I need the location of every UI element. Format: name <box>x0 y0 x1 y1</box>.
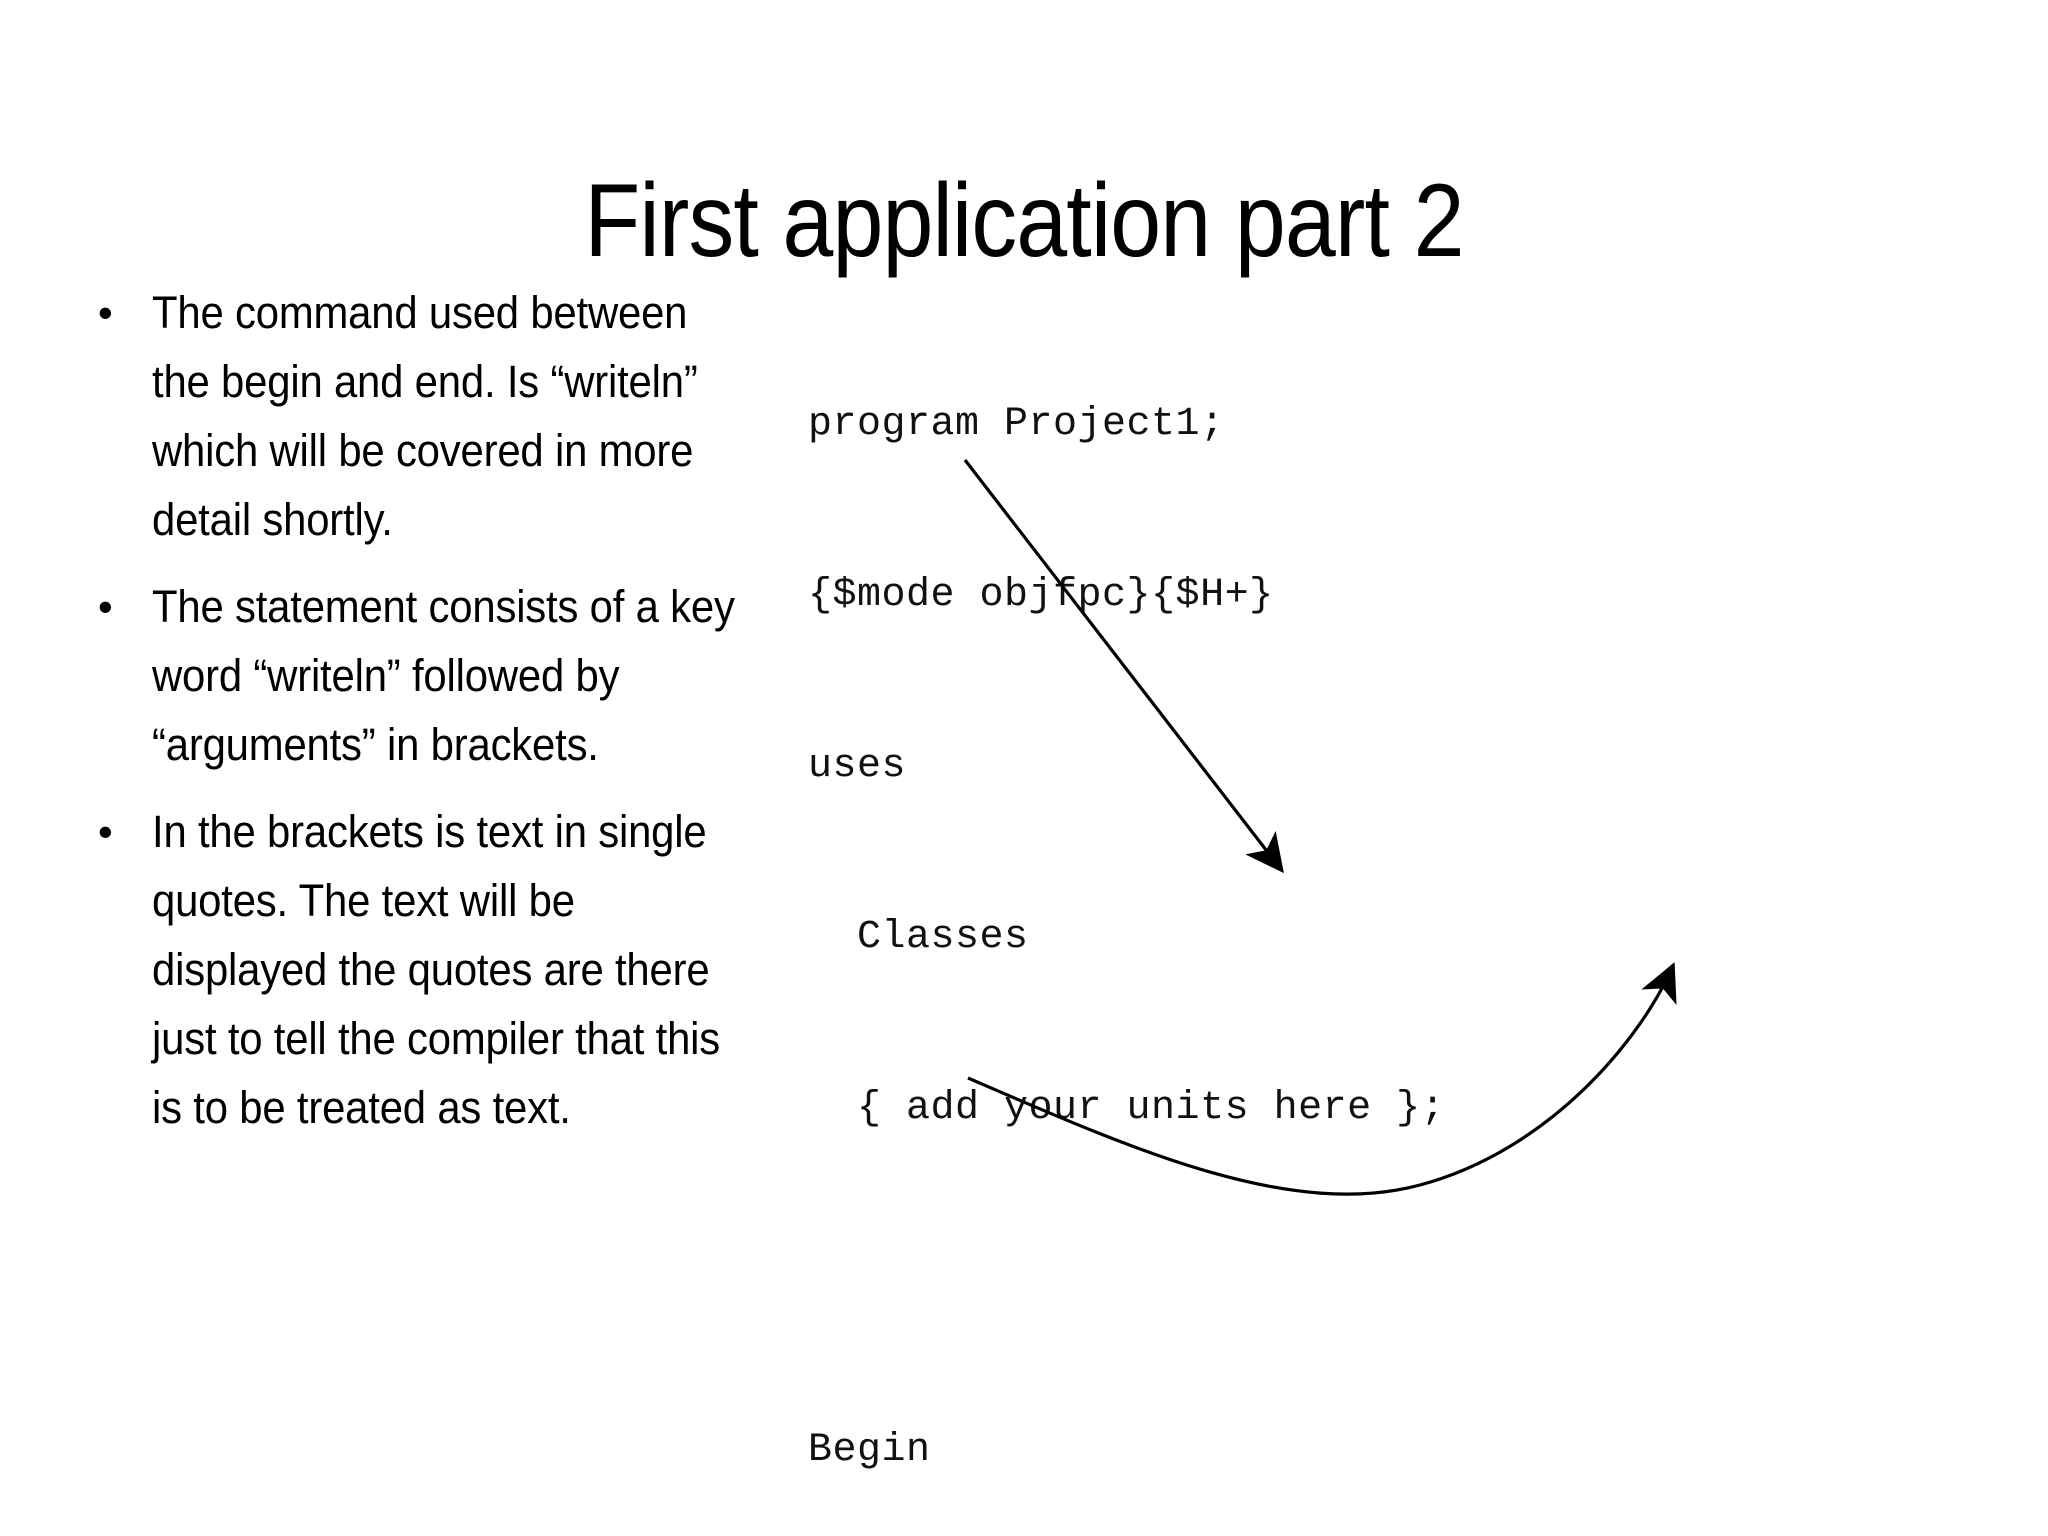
list-item: • The statement consists of a key word “… <box>92 572 792 779</box>
bullet-list: • The command used between the begin and… <box>92 278 792 1160</box>
code-line-blank <box>808 1251 1445 1308</box>
bullet-point-icon: • <box>98 583 113 630</box>
bullet-text: The command used between the begin and e… <box>152 287 698 545</box>
list-item: • In the brackets is text in single quot… <box>92 797 792 1142</box>
code-snippet: program Project1; {$mode objfpc}{$H+} us… <box>808 282 1445 1536</box>
bullet-text: The statement consists of a key word “wr… <box>152 581 735 770</box>
bullet-text: In the brackets is text in single quotes… <box>152 806 721 1133</box>
code-line: uses <box>808 744 907 789</box>
code-line: program Project1; <box>808 402 1225 447</box>
code-line: Begin <box>808 1428 931 1473</box>
list-item: • The command used between the begin and… <box>92 278 792 554</box>
bullet-point-icon: • <box>98 808 113 855</box>
code-line: {$mode objfpc}{$H+} <box>808 573 1274 618</box>
page-title: First application part 2 <box>584 162 1464 279</box>
bullet-point-icon: • <box>98 289 113 336</box>
code-line: Classes <box>808 915 1029 960</box>
code-line: { add your units here }; <box>808 1086 1446 1131</box>
